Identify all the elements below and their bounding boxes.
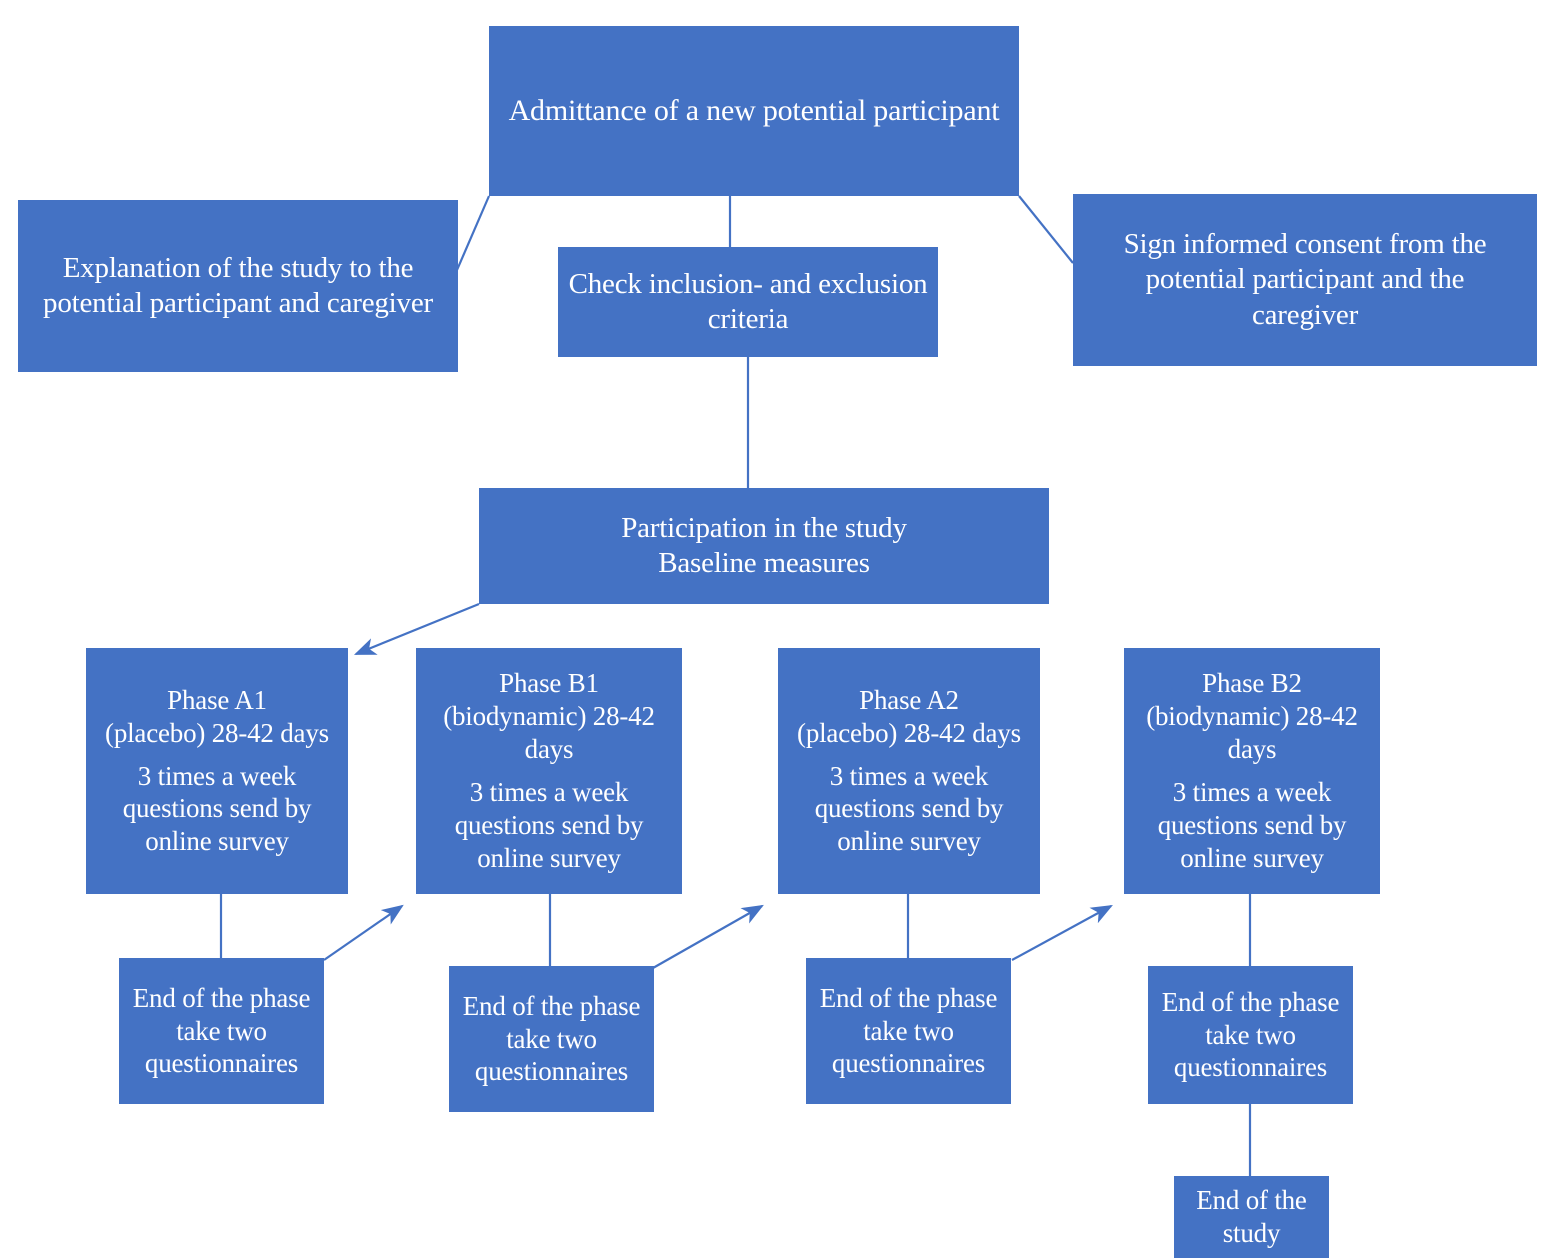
node-phase-b1-detail1: 3 times a week	[469, 777, 629, 807]
node-phase-b2-name: Phase B2	[1202, 668, 1302, 699]
node-participation-line1: Participation in the study	[621, 511, 907, 544]
node-phase-a1-name: Phase A1	[167, 684, 267, 715]
node-criteria-line1: Check inclusion- and exclusion	[568, 267, 928, 300]
node-phase-b1-arm2: days	[524, 734, 574, 765]
node-participation-line2: Baseline measures	[658, 547, 870, 579]
node-end-phase-3-line2: take two	[863, 1015, 954, 1046]
edge-end-phase-3-to-phase-b2	[1011, 904, 1113, 961]
node-phase-a2-detail2: questions send by	[814, 793, 1004, 824]
node-phase-b1-detail2: questions send by	[454, 809, 644, 840]
node-criteria[interactable]: Check inclusion- and exclusion criteria	[558, 247, 938, 357]
edge-admittance-to-consent	[1018, 195, 1074, 264]
node-end-study[interactable]: End of the study	[1174, 1176, 1329, 1258]
node-end-phase-2-line3: questionnaires	[474, 1056, 629, 1087]
node-phase-b2-detail2: questions send by	[1157, 809, 1347, 840]
node-end-phase-1[interactable]: End of the phase take two questionnaires	[119, 958, 324, 1104]
node-end-phase-4[interactable]: End of the phase take two questionnaires	[1148, 966, 1353, 1104]
node-end-phase-1-line2: take two	[176, 1015, 267, 1046]
node-phase-a2-detail1: 3 times a week	[829, 760, 989, 791]
node-end-phase-1-line1: End of the phase	[132, 982, 311, 1013]
node-criteria-line2: criteria	[707, 303, 789, 335]
edge-admittance-to-explanation	[455, 195, 491, 271]
node-admittance[interactable]: Admittance of a new potential participan…	[489, 26, 1019, 196]
node-phase-a2[interactable]: Phase A2 (placebo) 28-42 days 3 times a …	[778, 648, 1040, 894]
node-consent-line3: caregiver	[1251, 298, 1359, 331]
node-consent-line2: potential participant and the	[1145, 263, 1465, 296]
node-end-phase-2-line1: End of the phase	[462, 990, 641, 1021]
node-phase-b1-name: Phase B1	[499, 668, 599, 699]
node-phase-a2-name: Phase A2	[859, 684, 959, 715]
node-phase-a1-detail3: online survey	[145, 826, 289, 857]
node-end-phase-3[interactable]: End of the phase take two questionnaires	[806, 958, 1011, 1104]
node-explanation-line1: Explanation of the study to the	[62, 251, 414, 284]
node-phase-a2-arm: (placebo) 28-42 days	[797, 717, 1021, 748]
edge-end-phase-1-to-phase-b1	[323, 904, 404, 961]
node-phase-b1-detail3: online survey	[477, 842, 621, 873]
node-participation[interactable]: Participation in the study Baseline meas…	[479, 488, 1049, 604]
node-end-phase-3-line1: End of the phase	[819, 982, 998, 1013]
edge-end-phase-2-to-phase-a2	[652, 904, 764, 969]
node-end-phase-1-line3: questionnaires	[144, 1048, 299, 1079]
node-end-phase-2-line2: take two	[506, 1023, 597, 1054]
node-phase-b2[interactable]: Phase B2 (biodynamic) 28-42 days 3 times…	[1124, 648, 1380, 894]
node-explanation-line2: potential participant and caregiver	[43, 287, 433, 319]
node-end-phase-2[interactable]: End of the phase take two questionnaires	[449, 966, 654, 1112]
node-end-study-line2: study	[1222, 1218, 1281, 1248]
node-phase-b2-detail3: online survey	[1180, 842, 1324, 873]
node-end-phase-4-line3: questionnaires	[1173, 1052, 1328, 1083]
node-end-phase-4-line1: End of the phase	[1161, 986, 1340, 1017]
node-phase-a1[interactable]: Phase A1 (placebo) 28-42 days 3 times a …	[86, 648, 348, 894]
edge-participation-to-phase-a1	[353, 602, 480, 656]
node-phase-b2-arm: (biodynamic) 28-42	[1146, 701, 1358, 732]
node-explanation[interactable]: Explanation of the study to the potentia…	[18, 200, 458, 372]
node-phase-a1-arm: (placebo) 28-42 days	[105, 717, 329, 748]
node-admittance-label: Admittance of a new potential participan…	[508, 93, 1000, 127]
node-phase-a1-detail1: 3 times a week	[137, 760, 297, 791]
node-consent[interactable]: Sign informed consent from the potential…	[1073, 194, 1537, 366]
node-phase-b2-arm2: days	[1227, 734, 1277, 765]
node-phase-b1-arm: (biodynamic) 28-42	[443, 701, 655, 732]
node-phase-b1[interactable]: Phase B1 (biodynamic) 28-42 days 3 times…	[416, 648, 682, 894]
node-phase-b2-detail1: 3 times a week	[1172, 777, 1332, 807]
node-consent-line1: Sign informed consent from the	[1123, 227, 1487, 260]
node-phase-a1-detail2: questions send by	[122, 793, 312, 824]
node-end-phase-4-line2: take two	[1205, 1019, 1296, 1050]
node-end-phase-3-line3: questionnaires	[831, 1048, 986, 1079]
node-end-study-line1: End of the	[1196, 1185, 1307, 1216]
node-phase-a2-detail3: online survey	[837, 826, 981, 857]
